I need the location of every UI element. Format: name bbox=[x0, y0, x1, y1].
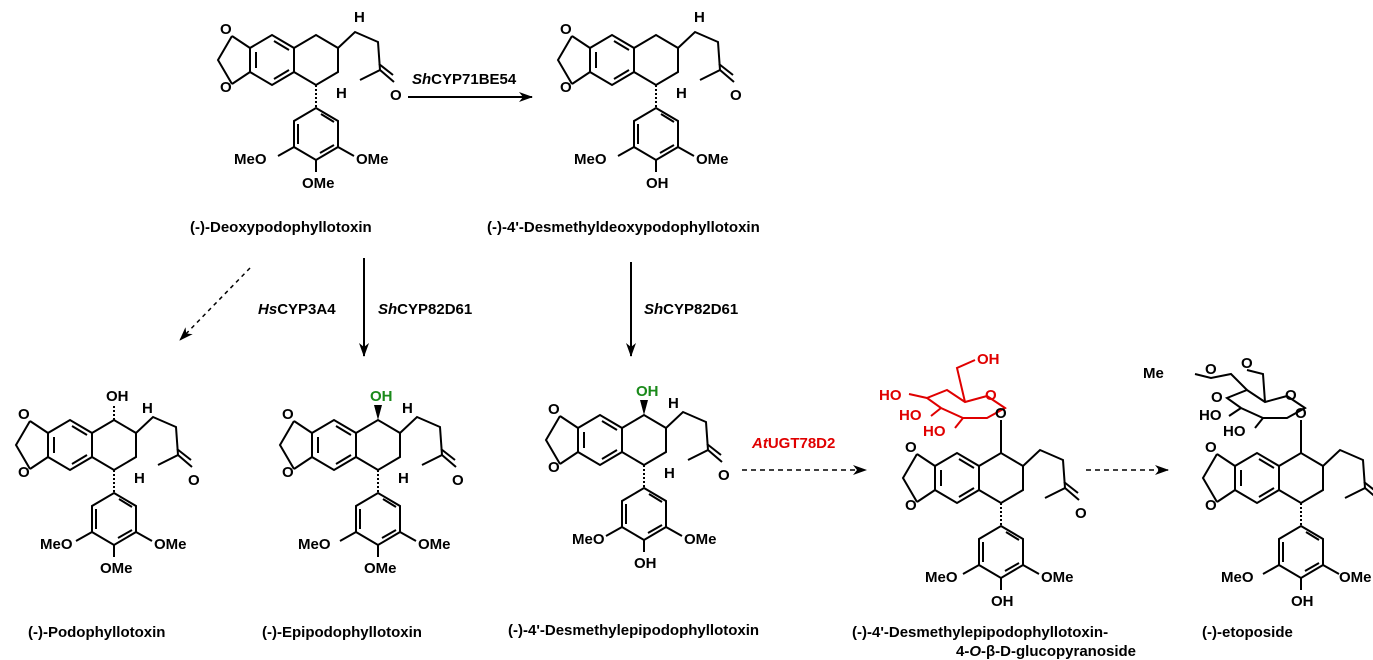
svg-text:HO: HO bbox=[1223, 423, 1246, 440]
atom-label: OMe bbox=[356, 151, 389, 168]
glucoside-structure: O OH HO HO HO O O O O MeO OMe OH bbox=[879, 351, 1087, 610]
atom-label: OMe bbox=[302, 175, 335, 192]
highlight-oh: OH bbox=[370, 388, 393, 405]
desmethylepi-structure: O O O OH H H MeO OMe OH bbox=[545, 383, 730, 572]
svg-text:H: H bbox=[664, 465, 675, 482]
svg-text:OMe: OMe bbox=[696, 151, 729, 168]
svg-text:O: O bbox=[1285, 387, 1297, 404]
svg-text:O: O bbox=[1205, 497, 1217, 514]
enzyme-cyp82-b: ShCYP82D61 bbox=[644, 301, 738, 318]
svg-text:O: O bbox=[548, 459, 560, 476]
etoposide-structure: O Me O O O HO HO O O O O MeO OMe OH bbox=[1143, 355, 1373, 610]
svg-text:H: H bbox=[134, 470, 145, 487]
arrow-hscyp3a4 bbox=[179, 267, 251, 341]
atom-label: MeO bbox=[234, 151, 267, 168]
svg-text:O: O bbox=[1241, 355, 1253, 372]
label-podophyllotoxin: (-)-Podophyllotoxin bbox=[28, 624, 165, 641]
svg-text:H: H bbox=[398, 470, 409, 487]
svg-text:O: O bbox=[905, 497, 917, 514]
svg-text:O: O bbox=[548, 401, 560, 418]
atom-label: O bbox=[220, 79, 232, 96]
svg-text:O: O bbox=[985, 387, 997, 404]
svg-text:O: O bbox=[18, 464, 30, 481]
svg-text:OH: OH bbox=[634, 555, 657, 572]
enzyme-cyp3a4: HsCYP3A4 bbox=[258, 301, 336, 318]
svg-text:OMe: OMe bbox=[1041, 569, 1074, 586]
svg-text:O: O bbox=[560, 21, 572, 38]
label-desmethylepi: (-)-4'-Desmethylepipodophyllotoxin bbox=[508, 622, 759, 639]
label-epipodophyllotoxin: (-)-Epipodophyllotoxin bbox=[262, 624, 422, 641]
svg-text:H: H bbox=[676, 85, 687, 102]
svg-text:OH: OH bbox=[1291, 593, 1314, 610]
epipodophyllotoxin-structure: O O O OH H H MeO OMe OMe bbox=[279, 388, 464, 577]
svg-text:MeO: MeO bbox=[574, 151, 607, 168]
enzyme-cyp71: ShCYP71BE54 bbox=[412, 71, 517, 88]
svg-text:OMe: OMe bbox=[684, 531, 717, 548]
label-glucoside-line1: (-)-4'-Desmethylepipodophyllotoxin- bbox=[852, 624, 1108, 641]
atom-label: H bbox=[336, 85, 347, 102]
svg-text:OMe: OMe bbox=[1339, 569, 1372, 586]
deoxypodophyllotoxin-structure: O O O H H MeO OMe OMe bbox=[217, 9, 402, 192]
svg-text:HO: HO bbox=[1199, 407, 1222, 424]
label-deoxypodophyllotoxin: (-)-Deoxypodophyllotoxin bbox=[190, 219, 372, 236]
svg-text:OMe: OMe bbox=[364, 560, 397, 577]
enzyme-cyp82-a: ShCYP82D61 bbox=[378, 301, 472, 318]
highlight-oh: OH bbox=[636, 383, 659, 400]
svg-text:OH: OH bbox=[977, 351, 1000, 368]
svg-text:O: O bbox=[452, 472, 464, 489]
svg-text:OMe: OMe bbox=[154, 536, 187, 553]
svg-text:OH: OH bbox=[991, 593, 1014, 610]
podophyllotoxin-structure: O O O OH H H MeO OMe OMe bbox=[15, 388, 200, 577]
svg-text:O: O bbox=[188, 472, 200, 489]
svg-text:O: O bbox=[718, 467, 730, 484]
svg-text:HO: HO bbox=[879, 387, 902, 404]
svg-text:O: O bbox=[730, 87, 742, 104]
svg-text:MeO: MeO bbox=[40, 536, 73, 553]
svg-text:H: H bbox=[402, 400, 413, 417]
svg-text:H: H bbox=[142, 400, 153, 417]
svg-text:O: O bbox=[18, 406, 30, 423]
atom-label: O bbox=[220, 21, 232, 38]
atom-label: O bbox=[390, 87, 402, 104]
svg-text:OMe: OMe bbox=[418, 536, 451, 553]
svg-text:O: O bbox=[1205, 361, 1217, 378]
svg-text:O: O bbox=[995, 405, 1007, 422]
svg-text:OH: OH bbox=[106, 388, 129, 405]
svg-text:O: O bbox=[282, 406, 294, 423]
svg-text:Me: Me bbox=[1143, 365, 1164, 382]
svg-text:OH: OH bbox=[646, 175, 669, 192]
svg-text:MeO: MeO bbox=[298, 536, 331, 553]
svg-text:O: O bbox=[560, 79, 572, 96]
svg-text:MeO: MeO bbox=[925, 569, 958, 586]
label-desmethyldeoxy: (-)-4'-Desmethyldeoxypodophyllotoxin bbox=[487, 219, 760, 236]
enzyme-ugt: AtUGT78D2 bbox=[751, 435, 835, 452]
atom-label: H bbox=[354, 9, 365, 26]
svg-text:O: O bbox=[1295, 405, 1307, 422]
svg-text:HO: HO bbox=[923, 423, 946, 440]
svg-text:HO: HO bbox=[899, 407, 922, 424]
desmethyldeoxy-structure: O O O H H MeO OMe OH bbox=[557, 9, 742, 192]
svg-text:OMe: OMe bbox=[100, 560, 133, 577]
svg-text:H: H bbox=[694, 9, 705, 26]
label-glucoside-line2: 4-O-β-D-glucopyranoside bbox=[956, 643, 1136, 660]
label-etoposide: (-)-etoposide bbox=[1202, 624, 1293, 641]
svg-text:O: O bbox=[1205, 439, 1217, 456]
svg-text:O: O bbox=[1211, 389, 1223, 406]
svg-text:O: O bbox=[1075, 505, 1087, 522]
svg-text:O: O bbox=[905, 439, 917, 456]
svg-text:O: O bbox=[282, 464, 294, 481]
svg-text:H: H bbox=[668, 395, 679, 412]
svg-text:MeO: MeO bbox=[1221, 569, 1254, 586]
svg-text:MeO: MeO bbox=[572, 531, 605, 548]
